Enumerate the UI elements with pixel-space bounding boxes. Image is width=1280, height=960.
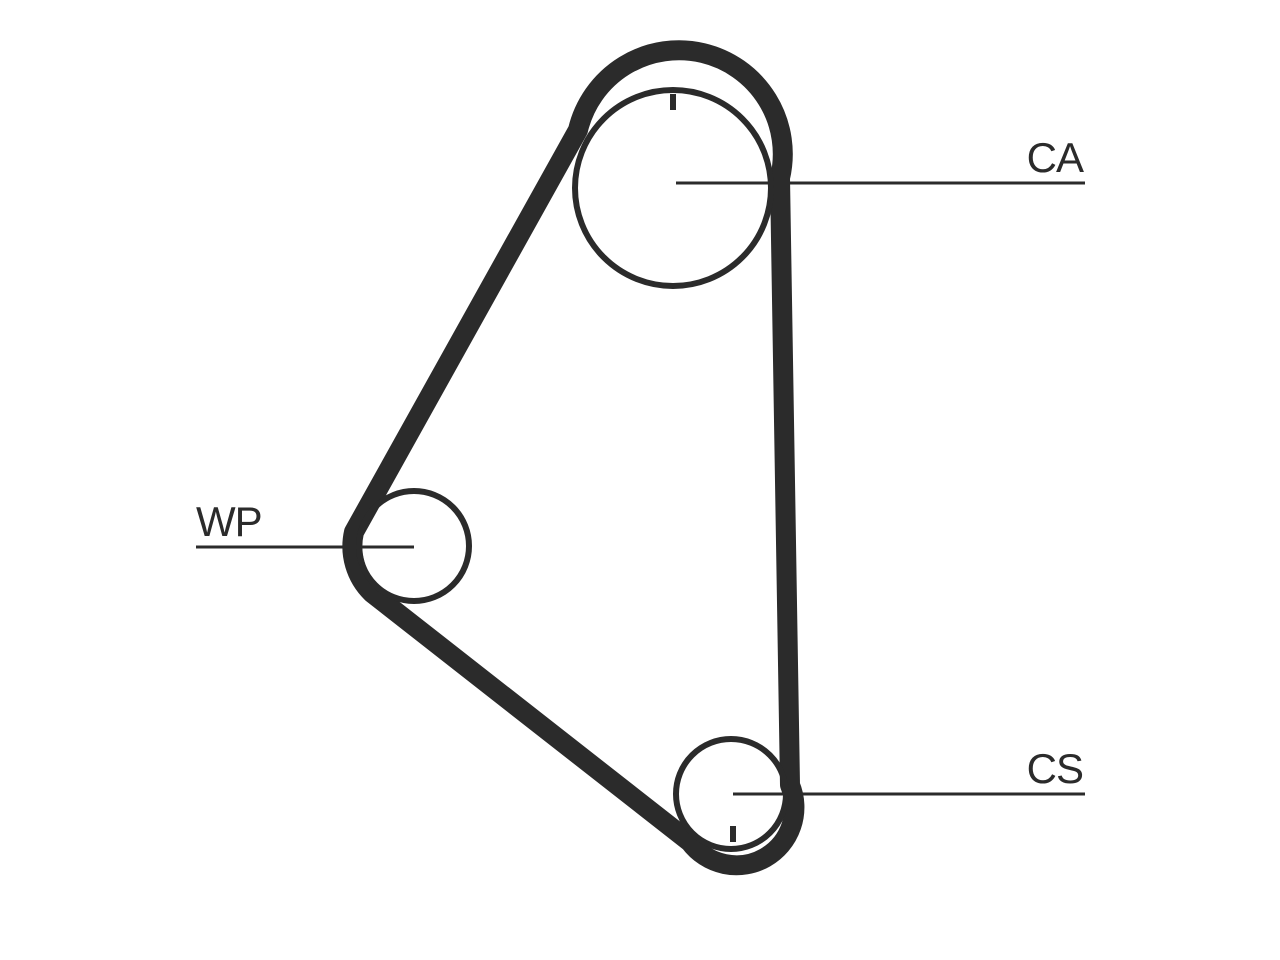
belt-outline xyxy=(342,40,805,876)
camshaft-label: CA xyxy=(1027,134,1084,181)
camshaft-pulley xyxy=(572,87,774,289)
water-pump-label: WP xyxy=(196,498,262,545)
timing-belt xyxy=(342,40,805,876)
crankshaft-label: CS xyxy=(1027,745,1083,792)
leader-lines xyxy=(196,181,1085,796)
camshaft-pulley-circle xyxy=(572,87,774,289)
